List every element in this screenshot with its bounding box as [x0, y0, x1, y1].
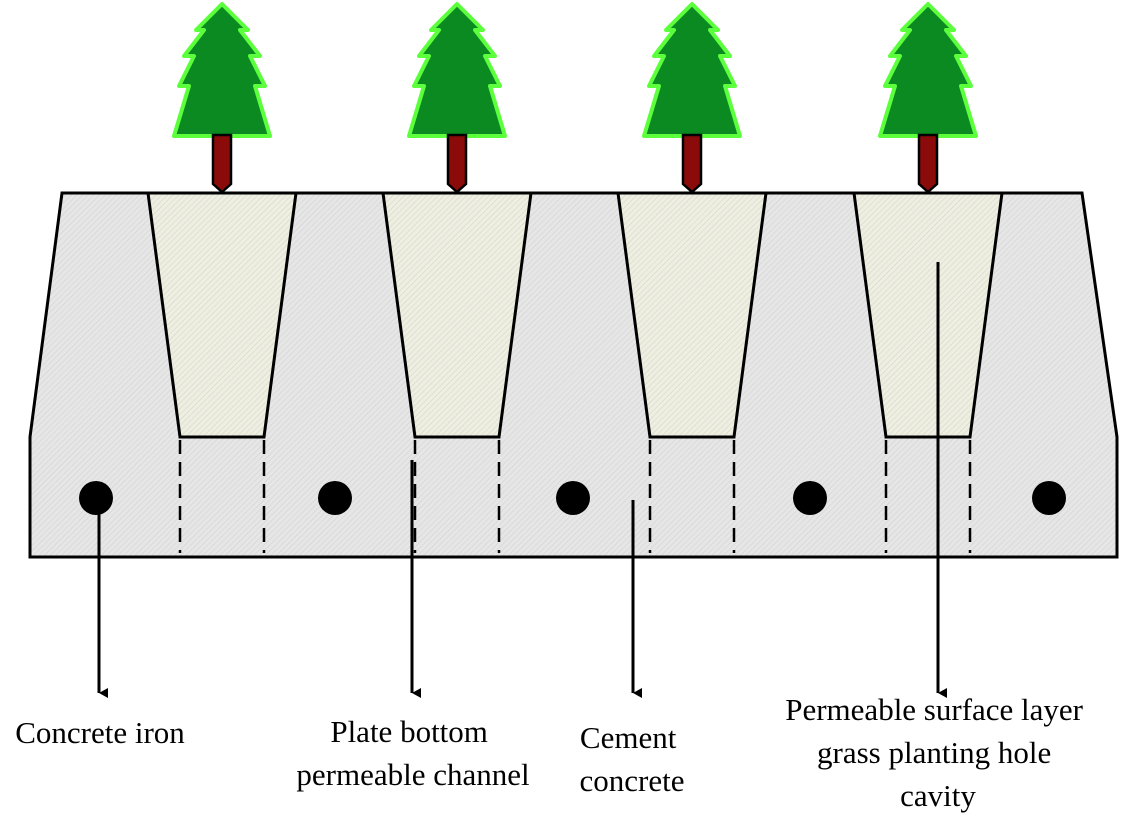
- rebar-dot-icon: [793, 481, 827, 515]
- label-plate-bottom-line-2: permeable channel: [296, 757, 529, 792]
- rebar-dot-icon: [318, 481, 352, 515]
- tree-trunk: [917, 133, 939, 194]
- label-concrete-iron: Concrete iron: [15, 715, 185, 750]
- tree-foliage: [407, 2, 507, 138]
- planting-hole-cavity: [616, 191, 768, 439]
- label-permeable-surface-line-1: Permeable surface layer: [785, 692, 1083, 727]
- tree-trunk: [211, 133, 233, 194]
- pine-tree-icon: [172, 2, 272, 194]
- pine-tree-icon: [878, 2, 978, 194]
- planting-hole-cavity: [146, 191, 298, 439]
- label-plate-bottom: Plate bottom permeable channel: [296, 714, 529, 792]
- planting-hole-cavity: [852, 191, 1004, 439]
- label-plate-bottom-line-1: Plate bottom: [330, 714, 488, 749]
- permeable-channels: [178, 440, 972, 553]
- tree-trunk: [681, 133, 703, 194]
- tree-foliage: [878, 2, 978, 138]
- rebar-dot-icon: [556, 481, 590, 515]
- concrete-slab: [28, 191, 1119, 559]
- pine-tree-icon: [407, 2, 507, 194]
- label-permeable-surface-line-3: cavity: [900, 778, 976, 813]
- label-permeable-surface-line-2: grass planting hole: [817, 735, 1051, 770]
- tree-trunk: [446, 133, 468, 194]
- pine-tree-icon: [642, 2, 742, 194]
- planting-hole-cavity: [381, 191, 533, 439]
- rebar-dot-icon: [79, 481, 113, 515]
- label-cement-concrete-line-1: Cement: [580, 720, 677, 755]
- planting-hole-cavities: [146, 191, 1004, 439]
- label-cement-concrete-line-2: concrete: [580, 763, 685, 798]
- label-permeable-surface: Permeable surface layer grass planting h…: [785, 692, 1091, 813]
- tree-foliage: [642, 2, 742, 138]
- tree-foliage: [172, 2, 272, 138]
- trees: [172, 2, 978, 194]
- concrete-iron-dots: [79, 481, 1066, 515]
- pointer-arrows: [97, 262, 947, 698]
- label-cement-concrete: Cement concrete: [580, 720, 685, 798]
- rebar-dot-icon: [1032, 481, 1066, 515]
